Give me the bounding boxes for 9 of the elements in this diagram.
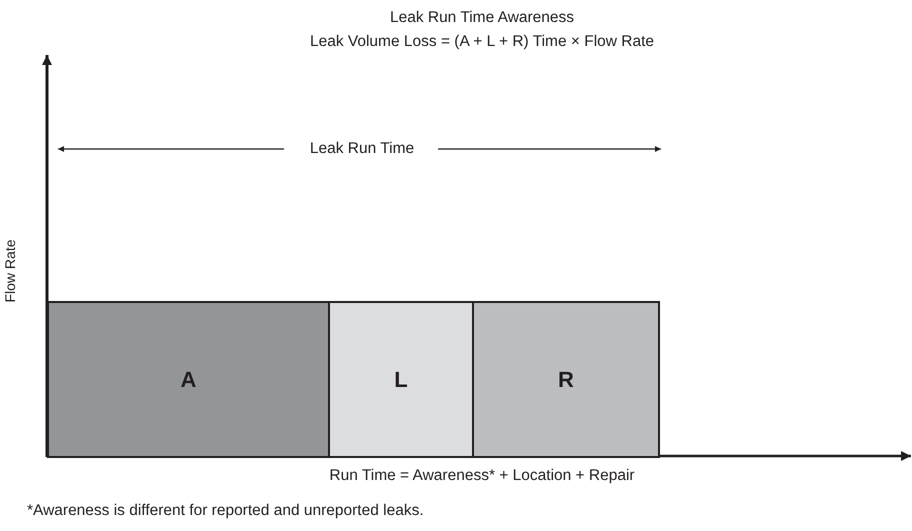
formula-text: Run Time = Awareness* + Location + Repair	[328, 467, 636, 485]
time-segment-bar: A	[47, 301, 330, 458]
title: Leak Run Time Awareness	[388, 9, 576, 27]
axis-label: Flow Rate	[1, 238, 19, 305]
formula-text: Leak Volume Loss = (A + L + R) Time × Flow Rate	[308, 33, 656, 51]
footnote: *Awareness is different for reported and unreported leaks.	[27, 502, 424, 520]
time-segment-bar: L	[328, 301, 474, 458]
dimension-label: Leak Run Time	[308, 140, 416, 158]
time-segment-bar: R	[472, 301, 660, 458]
